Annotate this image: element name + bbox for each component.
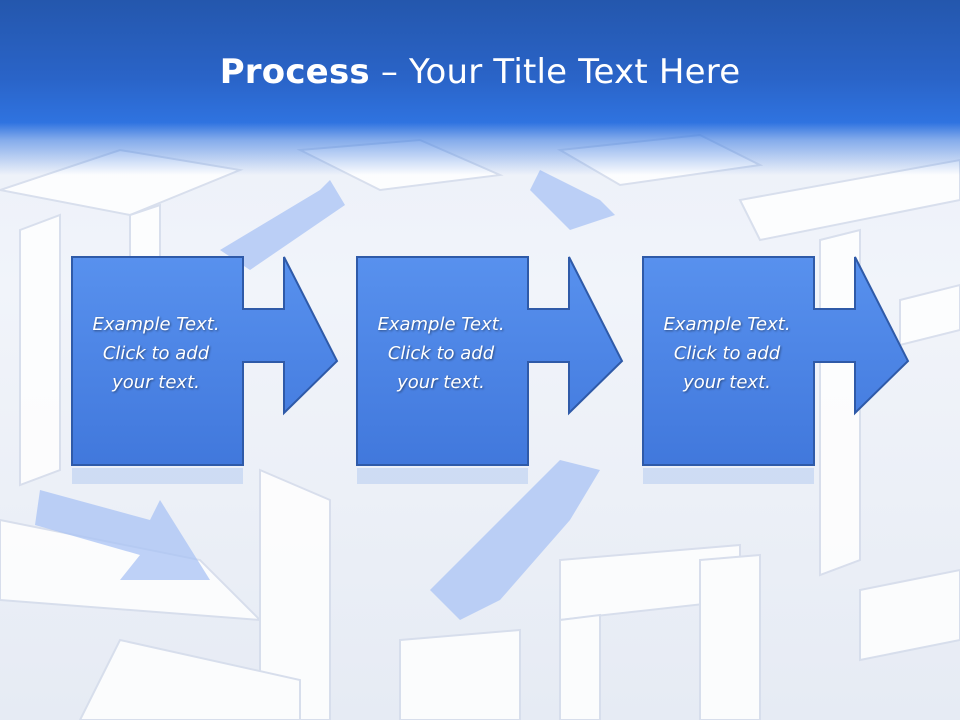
step-1-text[interactable]: Example Text. Click to add your text. — [92, 314, 220, 393]
step-3-text[interactable]: Example Text. Click to add your text. — [663, 314, 791, 393]
title-bold: Process — [219, 52, 370, 92]
title-rest: – Your Title Text Here — [369, 52, 741, 92]
slide-title[interactable]: Process – Your Title Text Here — [0, 52, 960, 92]
arrow-box-shape — [642, 256, 910, 484]
process-step-1[interactable]: Example Text. Click to add your text. — [71, 256, 411, 486]
process-step-3[interactable]: Example Text. Click to add your text. — [642, 256, 960, 486]
arrow-box-shape — [71, 256, 339, 484]
step-2-text[interactable]: Example Text. Click to add your text. — [377, 314, 505, 393]
title-band — [0, 0, 960, 175]
arrow-box-shape — [356, 256, 624, 484]
process-step-2[interactable]: Example Text. Click to add your text. — [356, 256, 696, 486]
